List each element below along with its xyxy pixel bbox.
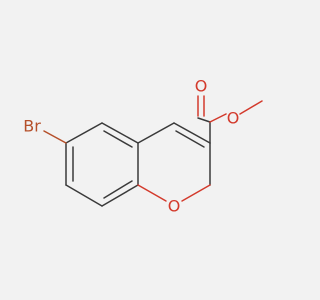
bond-c4-c3-inner [175, 130, 205, 148]
atom-br-label: Br [23, 117, 41, 136]
bond-c6-br [43, 130, 67, 144]
bond-oester-ch3 [239, 100, 263, 115]
bond-o1-c8a [137, 184, 167, 202]
atom-ring-o-label: O [168, 197, 181, 216]
bond-c8a-c8 [101, 184, 139, 207]
bond-c6-c5 [65, 122, 103, 144]
bond-cester-join [197, 117, 211, 123]
atom-ester-o-label: O [227, 109, 240, 128]
bond-cester-oester [209, 113, 227, 123]
bond-c4a-c4 [137, 122, 175, 144]
atom-carbonyl-o-label: O [195, 77, 208, 96]
bond-c5-c4a [101, 122, 139, 144]
atom-labels: Br O O O [23, 77, 239, 216]
chemical-structure: Br O O O [23, 77, 263, 216]
bond-c2-o1 [181, 184, 211, 202]
bond-c8-c7 [65, 184, 103, 207]
bond-c8a-c8-inner [103, 180, 133, 199]
bond-c4-c3 [173, 122, 211, 144]
bond-c5-c4a-inner [103, 130, 133, 148]
bonds [43, 95, 263, 207]
